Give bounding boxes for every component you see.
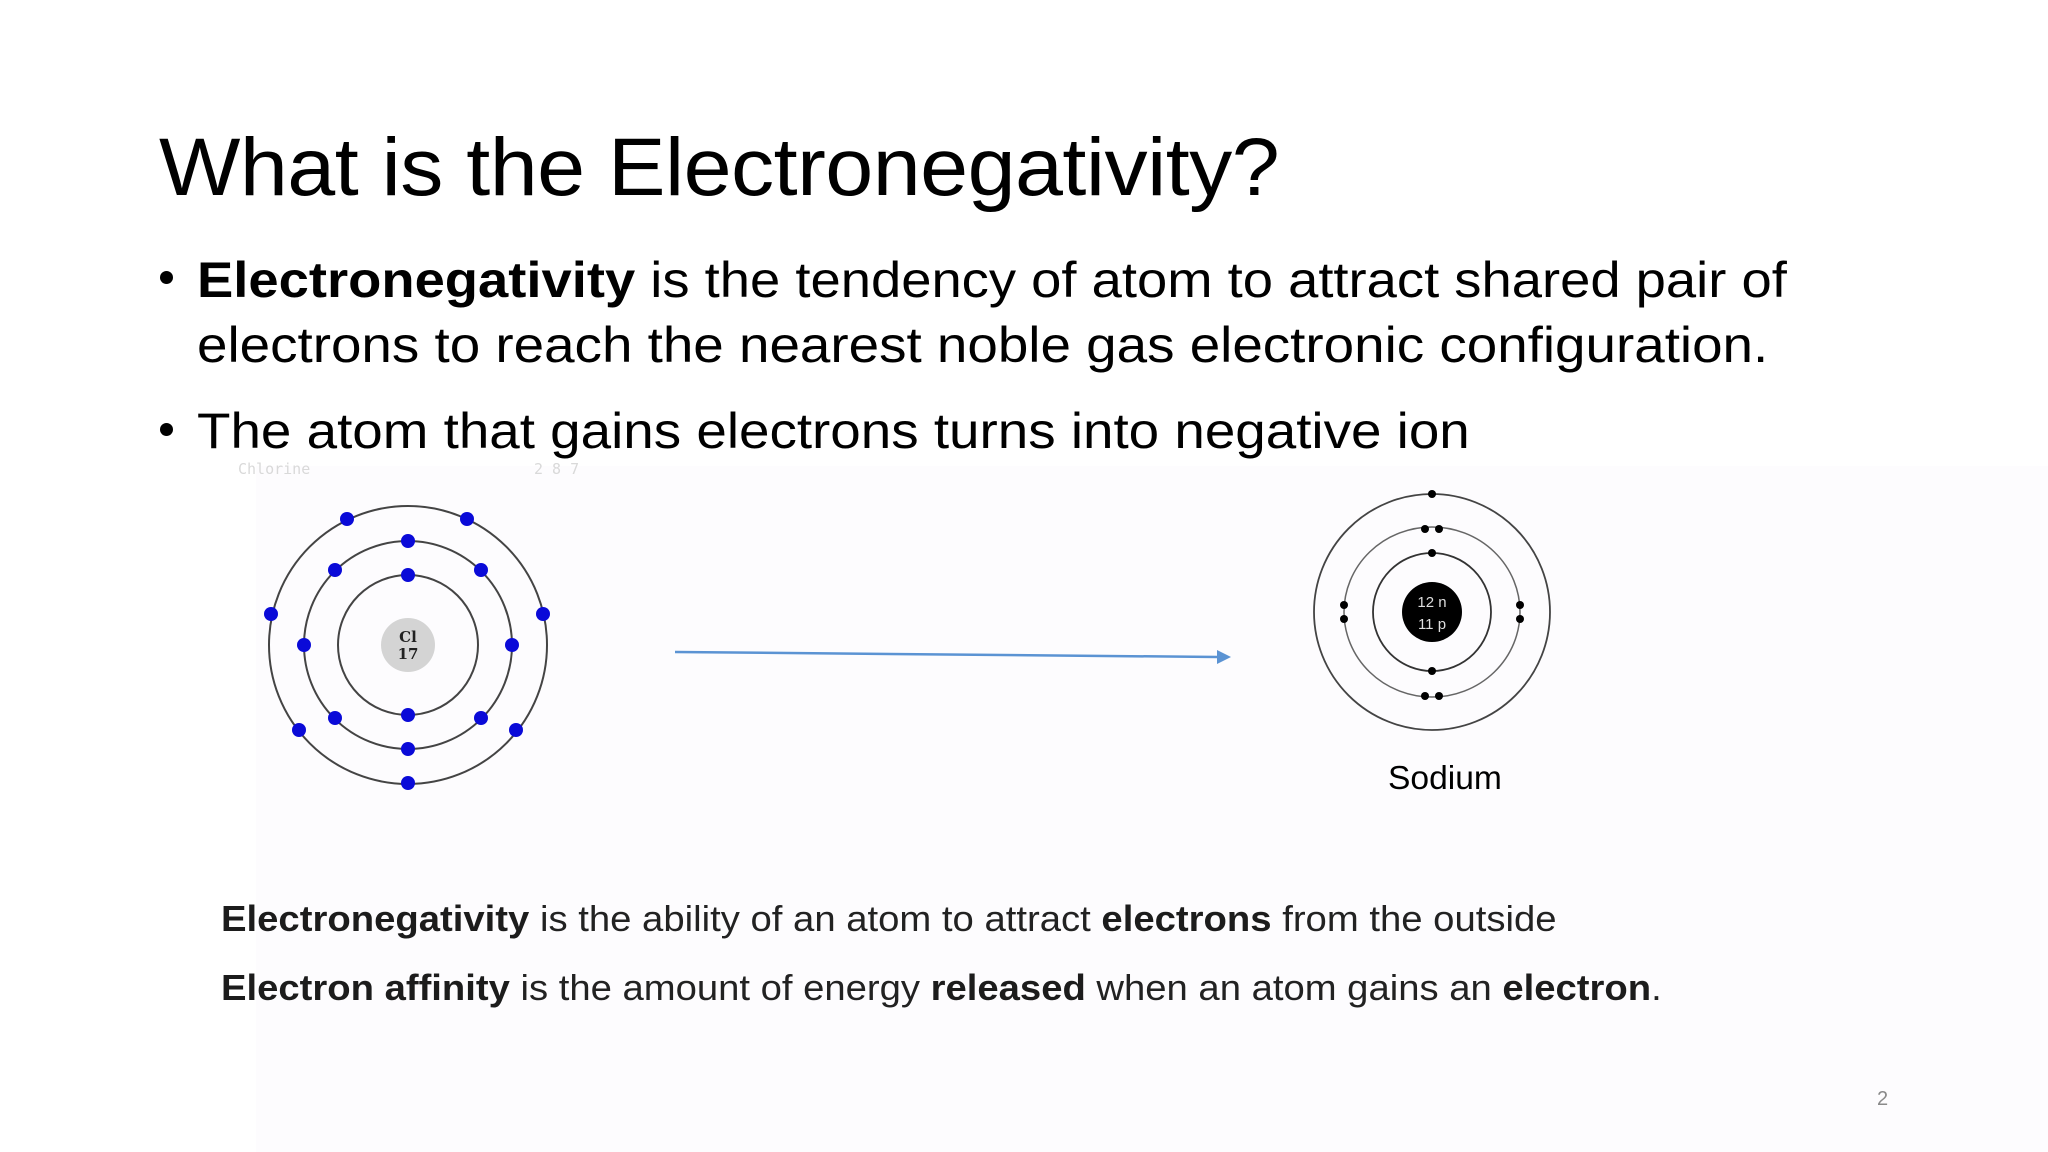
bullet-1-line-2: electrons to reach the nearest noble gas…	[197, 315, 1768, 375]
bullet-2-text: The atom that gains electrons turns into…	[197, 403, 1470, 459]
def-2-text-c: .	[1651, 967, 1662, 1008]
def-1-bold-electrons: electrons	[1101, 898, 1272, 939]
def-1-text-a: is the ability of an atom to attract	[529, 898, 1102, 939]
chlorine-config-faint-label: 2 8 7	[534, 460, 580, 478]
def-2-term: Electron affinity	[221, 967, 510, 1008]
bullet-1-bold-term: Electronegativity	[197, 252, 636, 308]
def-2-text-a: is the amount of energy	[509, 967, 931, 1008]
definition-electronegativity: Electronegativity is the ability of an a…	[221, 897, 1557, 941]
chlorine-faint-label: Chlorine	[238, 460, 311, 478]
slide-title: What is the Electronegativity?	[159, 122, 1280, 213]
bullet-1-text: is the tendency of atom to attract share…	[635, 252, 1787, 308]
definition-electron-affinity: Electron affinity is the amount of energ…	[221, 966, 1662, 1010]
image-background-tint	[256, 466, 2048, 1152]
sodium-label: Sodium	[1388, 759, 1502, 796]
bullet-1-line-1: Electronegativity is the tendency of ato…	[197, 250, 1787, 310]
def-2-bold-electron: electron	[1502, 967, 1652, 1008]
page-number: 2	[1877, 1088, 1889, 1110]
bullet-1-text-continued: electrons to reach the nearest noble gas…	[197, 317, 1769, 373]
def-1-text-b: from the outside	[1271, 898, 1557, 939]
def-1-term: Electronegativity	[221, 898, 530, 939]
def-2-text-b: when an atom gains an	[1085, 967, 1503, 1008]
bullet-2-line-1: The atom that gains electrons turns into…	[197, 401, 1470, 461]
def-2-bold-released: released	[930, 967, 1086, 1008]
bullet-dot-1	[160, 271, 173, 284]
bullet-dot-2	[160, 423, 173, 436]
